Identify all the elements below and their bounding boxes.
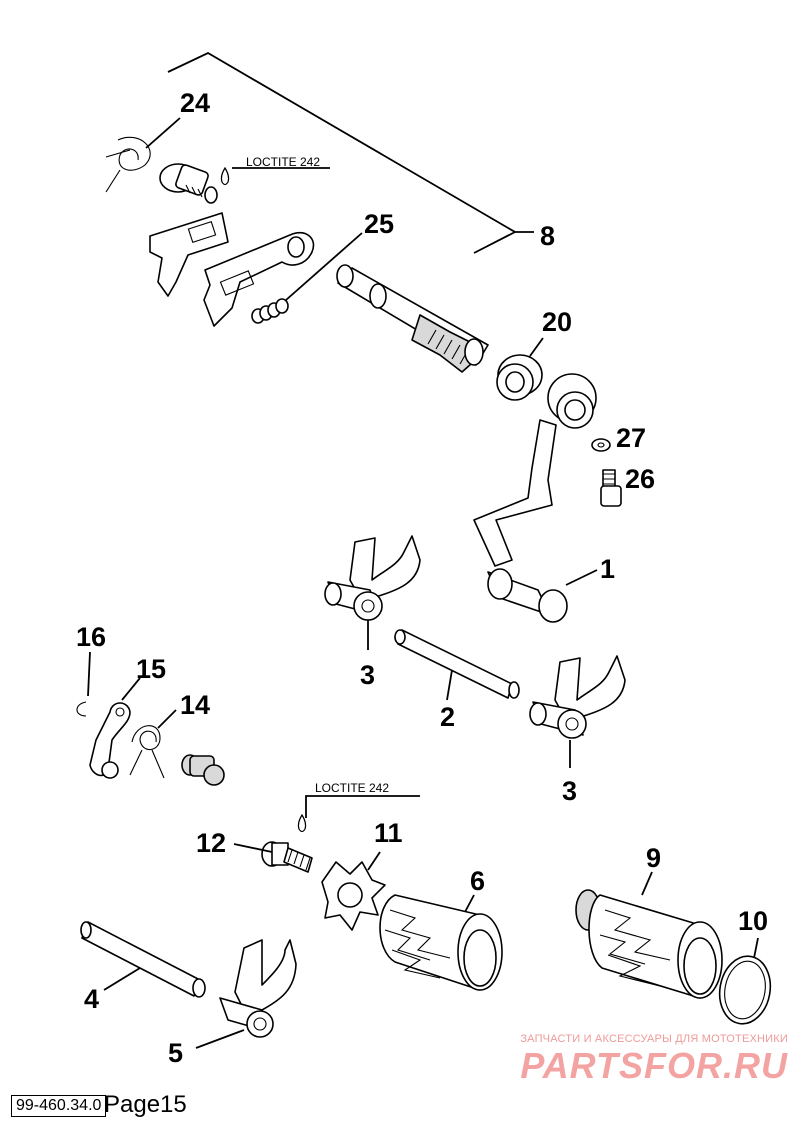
part-11-shift-cam	[321, 851, 386, 931]
callout-20: 20	[542, 307, 572, 337]
assembly-8-bracket	[167, 51, 534, 254]
loctite-label-middle: LOCTITE 242	[315, 781, 389, 795]
callout-4: 4	[84, 984, 99, 1014]
callout-24: 24	[180, 88, 210, 118]
loctite-marker-top	[220, 166, 330, 186]
callout-3a: 3	[360, 660, 375, 690]
part-4-fork-rod	[80, 921, 206, 998]
loctite-label-top: LOCTITE 242	[246, 155, 320, 169]
part-9-shift-drum	[575, 871, 723, 999]
part-25-spring	[251, 232, 363, 324]
part-5-shift-fork	[195, 939, 297, 1049]
part-20-bushing	[496, 337, 544, 401]
callout-6: 6	[470, 866, 485, 896]
callout-14: 14	[180, 690, 210, 720]
part-16-retaining-ring	[76, 651, 91, 717]
part-14-bolt	[181, 754, 225, 786]
callout-11: 11	[374, 818, 403, 848]
part-1-shift-lever	[473, 373, 598, 623]
part-8-shift-plates	[149, 212, 315, 327]
callout-16: 16	[76, 622, 106, 652]
part-12-screw	[233, 841, 313, 873]
shift-shaft	[336, 264, 489, 373]
callout-27: 27	[616, 423, 646, 453]
part-6-shift-drum	[379, 894, 503, 991]
part-27-washer	[591, 438, 611, 452]
callout-15: 15	[136, 654, 166, 684]
callout-9: 9	[646, 843, 661, 873]
loctite-marker-middle	[297, 795, 420, 833]
callout-25: 25	[364, 209, 394, 239]
watermark-logo: PARTSFOR.RU	[520, 1045, 788, 1086]
callout-labels: 24 8 25 20 27 26 1 3 2 3 16 15 14 12 11 …	[76, 88, 768, 1068]
part-2-fork-rod	[394, 629, 520, 701]
part-3-shift-fork-lower	[529, 655, 626, 768]
part-15-lever	[89, 677, 141, 779]
part-26-bolt	[600, 469, 622, 507]
callout-26: 26	[625, 464, 655, 494]
part-10-ring	[718, 937, 772, 1025]
part-24-spring-and-bolt	[105, 117, 218, 204]
callout-8: 8	[540, 221, 555, 251]
page-number: Page15	[104, 1091, 187, 1118]
part-3-shift-fork-upper	[324, 535, 421, 650]
callout-3b: 3	[562, 776, 577, 806]
callout-12: 12	[196, 828, 226, 858]
document-code: 99-460.34.0	[11, 1095, 107, 1117]
part-14-spring	[129, 709, 177, 779]
callout-10: 10	[738, 906, 768, 936]
callout-2: 2	[440, 702, 455, 732]
watermark-tagline: ЗАПЧАСТИ И АКСЕССУАРЫ ДЛЯ МОТОТЕХНИКИ	[520, 1033, 788, 1045]
callout-5: 5	[168, 1038, 183, 1068]
callout-1: 1	[600, 554, 615, 584]
